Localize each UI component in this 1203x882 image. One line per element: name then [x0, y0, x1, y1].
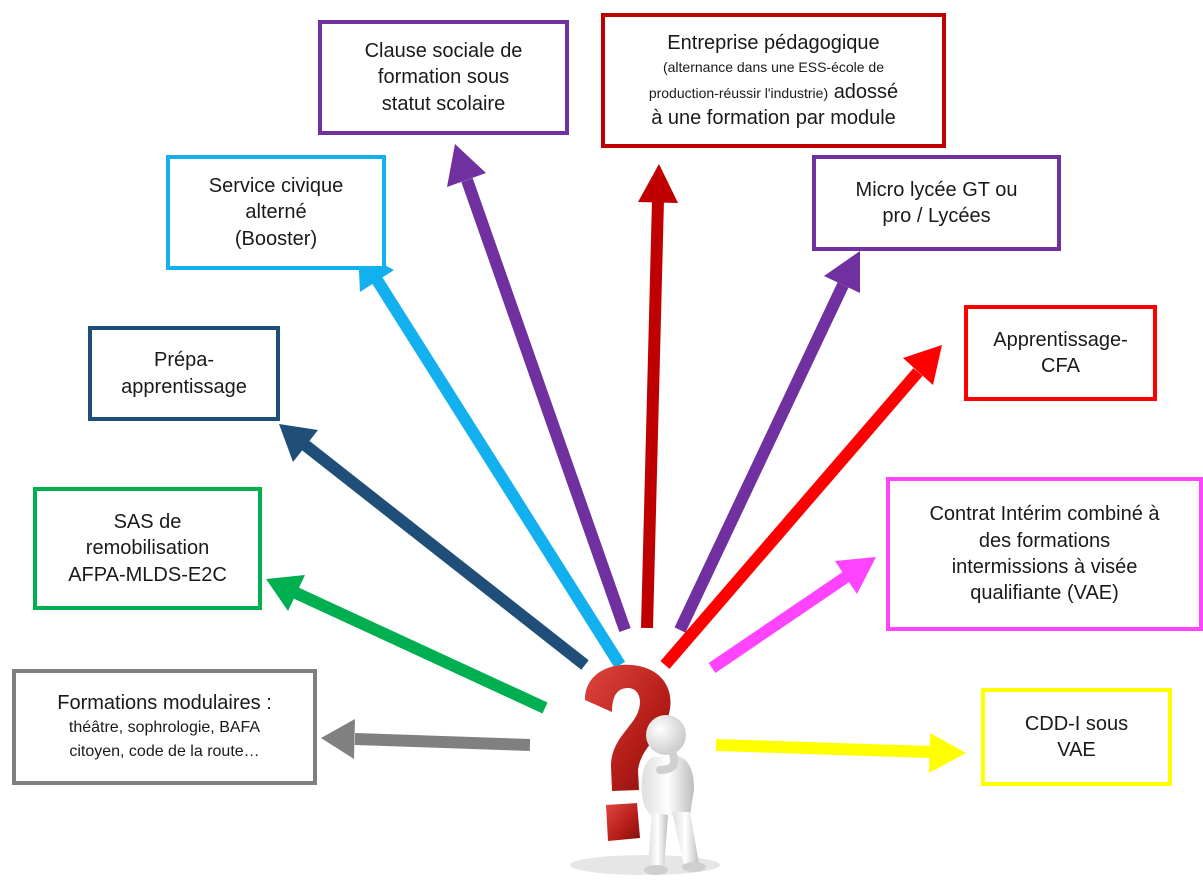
- arrow-to-apprentissage: [660, 345, 942, 669]
- box-prepa-apprentissage: Prépa- apprentissage: [88, 326, 280, 421]
- box-line: apprentissage: [121, 375, 247, 398]
- box-clause-sociale: Clause sociale de formation sous statut …: [318, 20, 569, 135]
- arrow-to-sas: [266, 575, 548, 714]
- arrow-to-clause: [447, 144, 631, 632]
- box-line: pro / Lycées: [882, 205, 991, 227]
- box-line-small: (alternance dans une ESS-école de: [662, 59, 885, 76]
- box-line: alterné: [245, 201, 307, 224]
- box-line-text: adossé: [833, 80, 899, 103]
- arrow-to-prepa: [279, 424, 589, 670]
- box-line-small: citoyen, code de la route…: [69, 743, 260, 761]
- arrow-to-micro: [674, 251, 860, 633]
- box-sas-remobilisation: SAS de remobilisation AFPA-MLDS-E2C: [33, 487, 262, 610]
- box-line: production-réussir l'industrie) adossé: [649, 79, 898, 105]
- arrow-to-cdd: [715, 733, 966, 773]
- box-entreprise-pedagogique: Entreprise pédagogique (alternance dans …: [601, 13, 946, 148]
- box-line: Entreprise pédagogique: [667, 31, 880, 54]
- box-line: remobilisation: [85, 537, 210, 560]
- question-mark-person-icon: [570, 664, 720, 875]
- box-line: Clause sociale de: [364, 39, 523, 62]
- box-line-small: production-réussir l'industrie): [648, 84, 829, 101]
- box-line: AFPA-MLDS-E2C: [68, 563, 227, 586]
- box-line: qualifiante (VAE): [970, 582, 1119, 605]
- box-line: Apprentissage-: [993, 328, 1128, 351]
- box-line: Micro lycée GT ou: [855, 178, 1018, 201]
- box-line: à une formation par module: [651, 106, 896, 129]
- box-apprentissage-cfa: Apprentissage- CFA: [964, 305, 1157, 401]
- arrow-to-contrat: [708, 557, 876, 673]
- box-line: Prépa-: [153, 349, 215, 372]
- box-service-civique: Service civique alterné (Booster): [166, 155, 386, 270]
- box-line: Service civique: [208, 174, 344, 197]
- arrow-to-service: [358, 251, 626, 669]
- box-line-small: théâtre, sophrologie, BAFA: [68, 719, 261, 737]
- box-line: formation sous: [377, 66, 510, 89]
- box-title: Formations modulaires :: [57, 691, 272, 714]
- box-micro-lycee: Micro lycée GT ou pro / Lycées: [812, 155, 1061, 251]
- box-formations-modulaires: Formations modulaires : théâtre, sophrol…: [12, 669, 317, 785]
- box-line: SAS de: [113, 510, 182, 533]
- box-line: CDD-I sous: [1024, 712, 1129, 735]
- arrow-to-entreprise: [638, 164, 678, 629]
- box-line: (Booster): [234, 227, 318, 250]
- box-cdd-i: CDD-I sous VAE: [981, 688, 1172, 786]
- box-line: CFA: [1041, 355, 1080, 377]
- box-line: VAE: [1057, 739, 1096, 761]
- box-line: statut scolaire: [381, 92, 506, 115]
- box-line: intermissions à visée: [951, 556, 1138, 578]
- box-contrat-interim: Contrat Intérim combiné à des formations…: [886, 477, 1203, 631]
- box-line: Contrat Intérim combiné à: [929, 503, 1160, 526]
- arrow-to-formations: [321, 719, 531, 759]
- box-line: des formations: [978, 529, 1111, 552]
